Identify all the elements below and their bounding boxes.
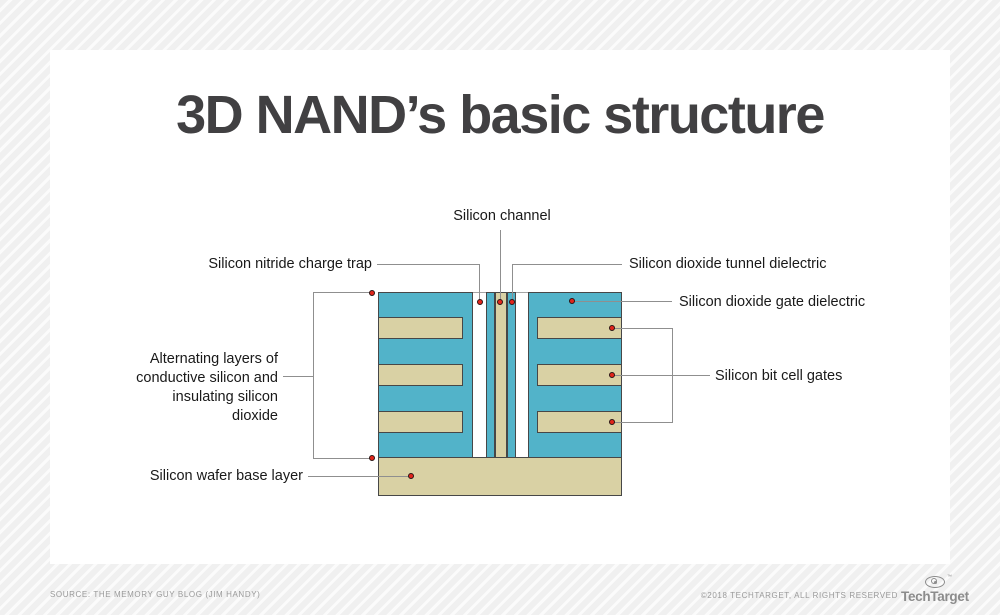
techtarget-eye-icon (925, 576, 945, 588)
silicon-channel-strip (495, 292, 507, 459)
alt-layers-bracket-top (313, 292, 370, 293)
page-title: 3D NAND’s basic structure (176, 85, 825, 145)
copyright-notice: ©2018 TECHTARGET, ALL RIGHTS RESERVED (700, 591, 898, 600)
alt-layers-line-1: Alternating layers of (149, 351, 278, 367)
gate-dielectric-connector (572, 301, 672, 302)
right-tunnel-dielectric-strip (507, 292, 516, 458)
bit-gates-connector-2 (612, 375, 710, 376)
alt-layers-line-2: conductive silicon and (136, 370, 278, 386)
label-silicon-channel: Silicon channel (453, 208, 551, 224)
alt-layers-top-dot (369, 290, 375, 296)
alt-layers-line-3: insulating silicon (172, 389, 278, 405)
label-gate-dielectric: Silicon dioxide gate dielectric (679, 294, 866, 310)
gate-dielectric-dot (569, 298, 575, 304)
label-bit-cell-gates: Silicon bit cell gates (715, 368, 843, 384)
charge-trap-connector-h (377, 264, 480, 265)
alt-layers-connector (283, 376, 313, 377)
alt-layers-bracket (313, 292, 314, 459)
base-layer-dot (408, 473, 414, 479)
charge-trap-connector-v (479, 264, 480, 300)
bit-gates-connector-1 (612, 328, 672, 329)
left-gate-layer-3 (378, 411, 463, 433)
alt-layers-bracket-bottom (313, 458, 370, 459)
channel-connector (500, 230, 501, 300)
left-gate-layer-1 (378, 317, 463, 339)
source-credit: SOURCE: THE MEMORY GUY BLOG (JIM HANDY) (50, 590, 261, 599)
tunnel-dielectric-dot (509, 299, 515, 305)
bit-gates-bracket (672, 328, 673, 423)
alt-layers-line-4: dioxide (232, 408, 278, 424)
bit-gate-dot-1 (609, 325, 615, 331)
bit-gate-dot-2 (609, 372, 615, 378)
tunnel-dielectric-connector-h (512, 264, 622, 265)
trademark-symbol: ™ (947, 574, 952, 580)
bit-gates-connector-3 (612, 422, 672, 423)
left-tunnel-dielectric-strip (486, 292, 495, 458)
techtarget-logo: ™ TechTarget (901, 574, 969, 605)
charge-trap-dot (477, 299, 483, 305)
alt-layers-bottom-dot (369, 455, 375, 461)
label-charge-trap: Silicon nitride charge trap (208, 256, 372, 272)
silicon-wafer-base-slab (378, 457, 622, 496)
label-tunnel-dielectric: Silicon dioxide tunnel dielectric (629, 256, 827, 272)
label-base-layer: Silicon wafer base layer (149, 468, 303, 484)
techtarget-wordmark: TechTarget (901, 589, 969, 604)
channel-dot (497, 299, 503, 305)
label-alternating-layers: Alternating layers of conductive silicon… (78, 350, 278, 426)
base-layer-connector (308, 476, 408, 477)
left-gate-layer-2 (378, 364, 463, 386)
tunnel-dielectric-connector-v (512, 264, 513, 300)
bit-gate-dot-3 (609, 419, 615, 425)
eye-pupil (933, 581, 937, 585)
